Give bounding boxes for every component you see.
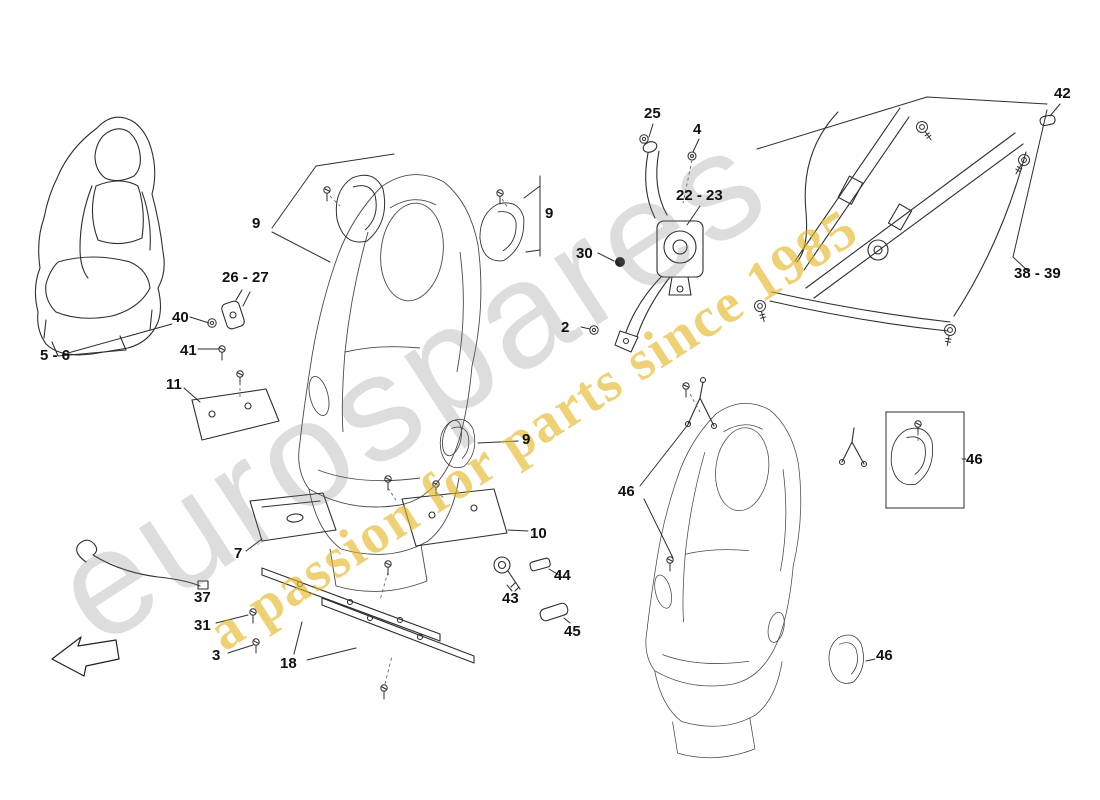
part-label-37[interactable]: 37 <box>194 589 211 606</box>
part-label-41[interactable]: 41 <box>180 342 197 359</box>
part-label-7[interactable]: 7 <box>234 545 243 562</box>
side-panels-drawing <box>335 174 965 686</box>
part-label-31[interactable]: 31 <box>194 617 211 634</box>
part-label-46-left[interactable]: 46 <box>618 483 635 500</box>
hardware-drawing <box>76 134 922 700</box>
part-label-3[interactable]: 3 <box>212 647 221 664</box>
direction-arrow-icon <box>51 636 120 677</box>
part-label-18[interactable]: 18 <box>280 655 297 672</box>
part-label-9-upper-right[interactable]: 9 <box>545 205 554 222</box>
part-label-38-39[interactable]: 38 - 39 <box>1014 265 1061 282</box>
part-label-22-23[interactable]: 22 - 23 <box>676 187 723 204</box>
part-label-9-upper-left[interactable]: 9 <box>252 215 261 232</box>
part-label-46-right[interactable]: 46 <box>966 451 983 468</box>
part-label-26-27[interactable]: 26 - 27 <box>222 269 269 286</box>
right-seat-shell-drawing <box>645 403 802 759</box>
part-label-43[interactable]: 43 <box>502 590 519 607</box>
part-label-46-bottom[interactable]: 46 <box>876 647 893 664</box>
part-label-40[interactable]: 40 <box>172 309 189 326</box>
construction-lines <box>239 159 919 685</box>
part-label-2[interactable]: 2 <box>561 319 570 336</box>
seat-5-6-drawing <box>34 116 165 357</box>
seat-belt-drawing <box>614 141 704 353</box>
part-label-45[interactable]: 45 <box>564 623 581 640</box>
part-label-10[interactable]: 10 <box>530 525 547 542</box>
part-label-11[interactable]: 11 <box>166 376 182 393</box>
center-seat-shell-drawing <box>298 174 482 592</box>
leader-lines <box>67 96 1061 662</box>
harness-drawing <box>752 107 1056 348</box>
part-label-5-6[interactable]: 5 - 6 <box>40 347 71 364</box>
part-label-30[interactable]: 30 <box>576 245 593 262</box>
part-label-9-mid-right[interactable]: 9 <box>522 431 531 448</box>
part-label-44[interactable]: 44 <box>554 567 571 584</box>
part-label-42[interactable]: 42 <box>1054 85 1071 102</box>
part-label-4[interactable]: 4 <box>693 121 702 138</box>
part-label-25[interactable]: 25 <box>644 105 661 122</box>
